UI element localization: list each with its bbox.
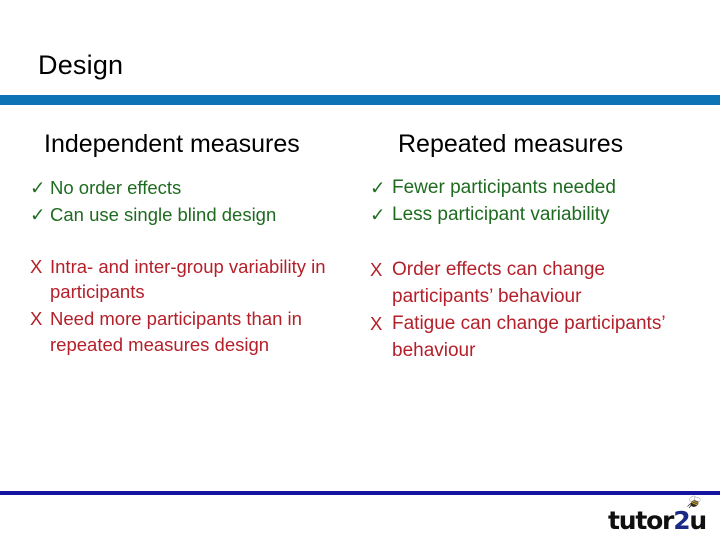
list-item: ✓ Fewer participants needed — [370, 175, 710, 202]
check-icon: ✓ — [370, 176, 386, 198]
logo-text-part3: u — [689, 506, 707, 535]
footer-divider — [0, 491, 720, 495]
header-divider — [0, 95, 720, 105]
check-icon: ✓ — [370, 204, 386, 226]
tutor2u-logo: tutor2u — [607, 495, 707, 535]
logo-wordmark: tutor2u — [607, 495, 707, 535]
pros-list-repeated: ✓ Fewer participants needed ✓ Less parti… — [370, 175, 710, 229]
list-item-label: Fatigue can change participants’ behavio… — [392, 313, 665, 361]
list-item: ✓ Less participant variability — [370, 202, 710, 229]
cross-icon: X — [370, 313, 383, 335]
list-item-label: No order effects — [50, 176, 182, 198]
check-icon: ✓ — [30, 176, 46, 198]
list-item-label: Intra- and inter-group variability in pa… — [50, 255, 326, 303]
list-item-label: Fewer participants needed — [392, 176, 616, 198]
pros-list-independent: ✓ No order effects ✓ Can use single blin… — [30, 175, 370, 228]
list-item: X Order effects can change participants’… — [370, 257, 710, 310]
list-item: ✓ No order effects — [30, 175, 370, 201]
cross-icon: X — [30, 308, 43, 330]
list-item: X Intra- and inter-group variability in … — [30, 254, 370, 306]
cons-list-independent: X Intra- and inter-group variability in … — [30, 254, 370, 359]
logo-text-part1: tutor — [607, 506, 674, 535]
column-heading-repeated: Repeated measures — [398, 130, 624, 158]
check-icon: ✓ — [30, 203, 46, 225]
column-independent-measures: Independent measures ✓ No order effects … — [30, 130, 370, 359]
list-item-label: Order effects can change participants’ b… — [392, 258, 605, 307]
column-repeated-measures: Repeated measures ✓ Fewer participants n… — [370, 130, 710, 365]
list-item: ✓ Can use single blind design — [30, 202, 370, 228]
page-title: Design — [38, 50, 124, 81]
cross-icon: X — [370, 258, 383, 280]
cross-icon: X — [30, 255, 43, 277]
cons-list-repeated: X Order effects can change participants’… — [370, 257, 710, 364]
logo-text-part2: 2 — [673, 506, 690, 535]
list-item-label: Less participant variability — [392, 204, 610, 226]
list-item-label: Can use single blind design — [50, 203, 277, 225]
list-item: X Fatigue can change participants’ behav… — [370, 311, 710, 364]
list-item-label: Need more participants than in repeated … — [50, 308, 302, 356]
list-item: X Need more participants than in repeate… — [30, 306, 370, 358]
column-heading-independent: Independent measures — [44, 130, 300, 158]
bee-icon — [687, 495, 701, 509]
